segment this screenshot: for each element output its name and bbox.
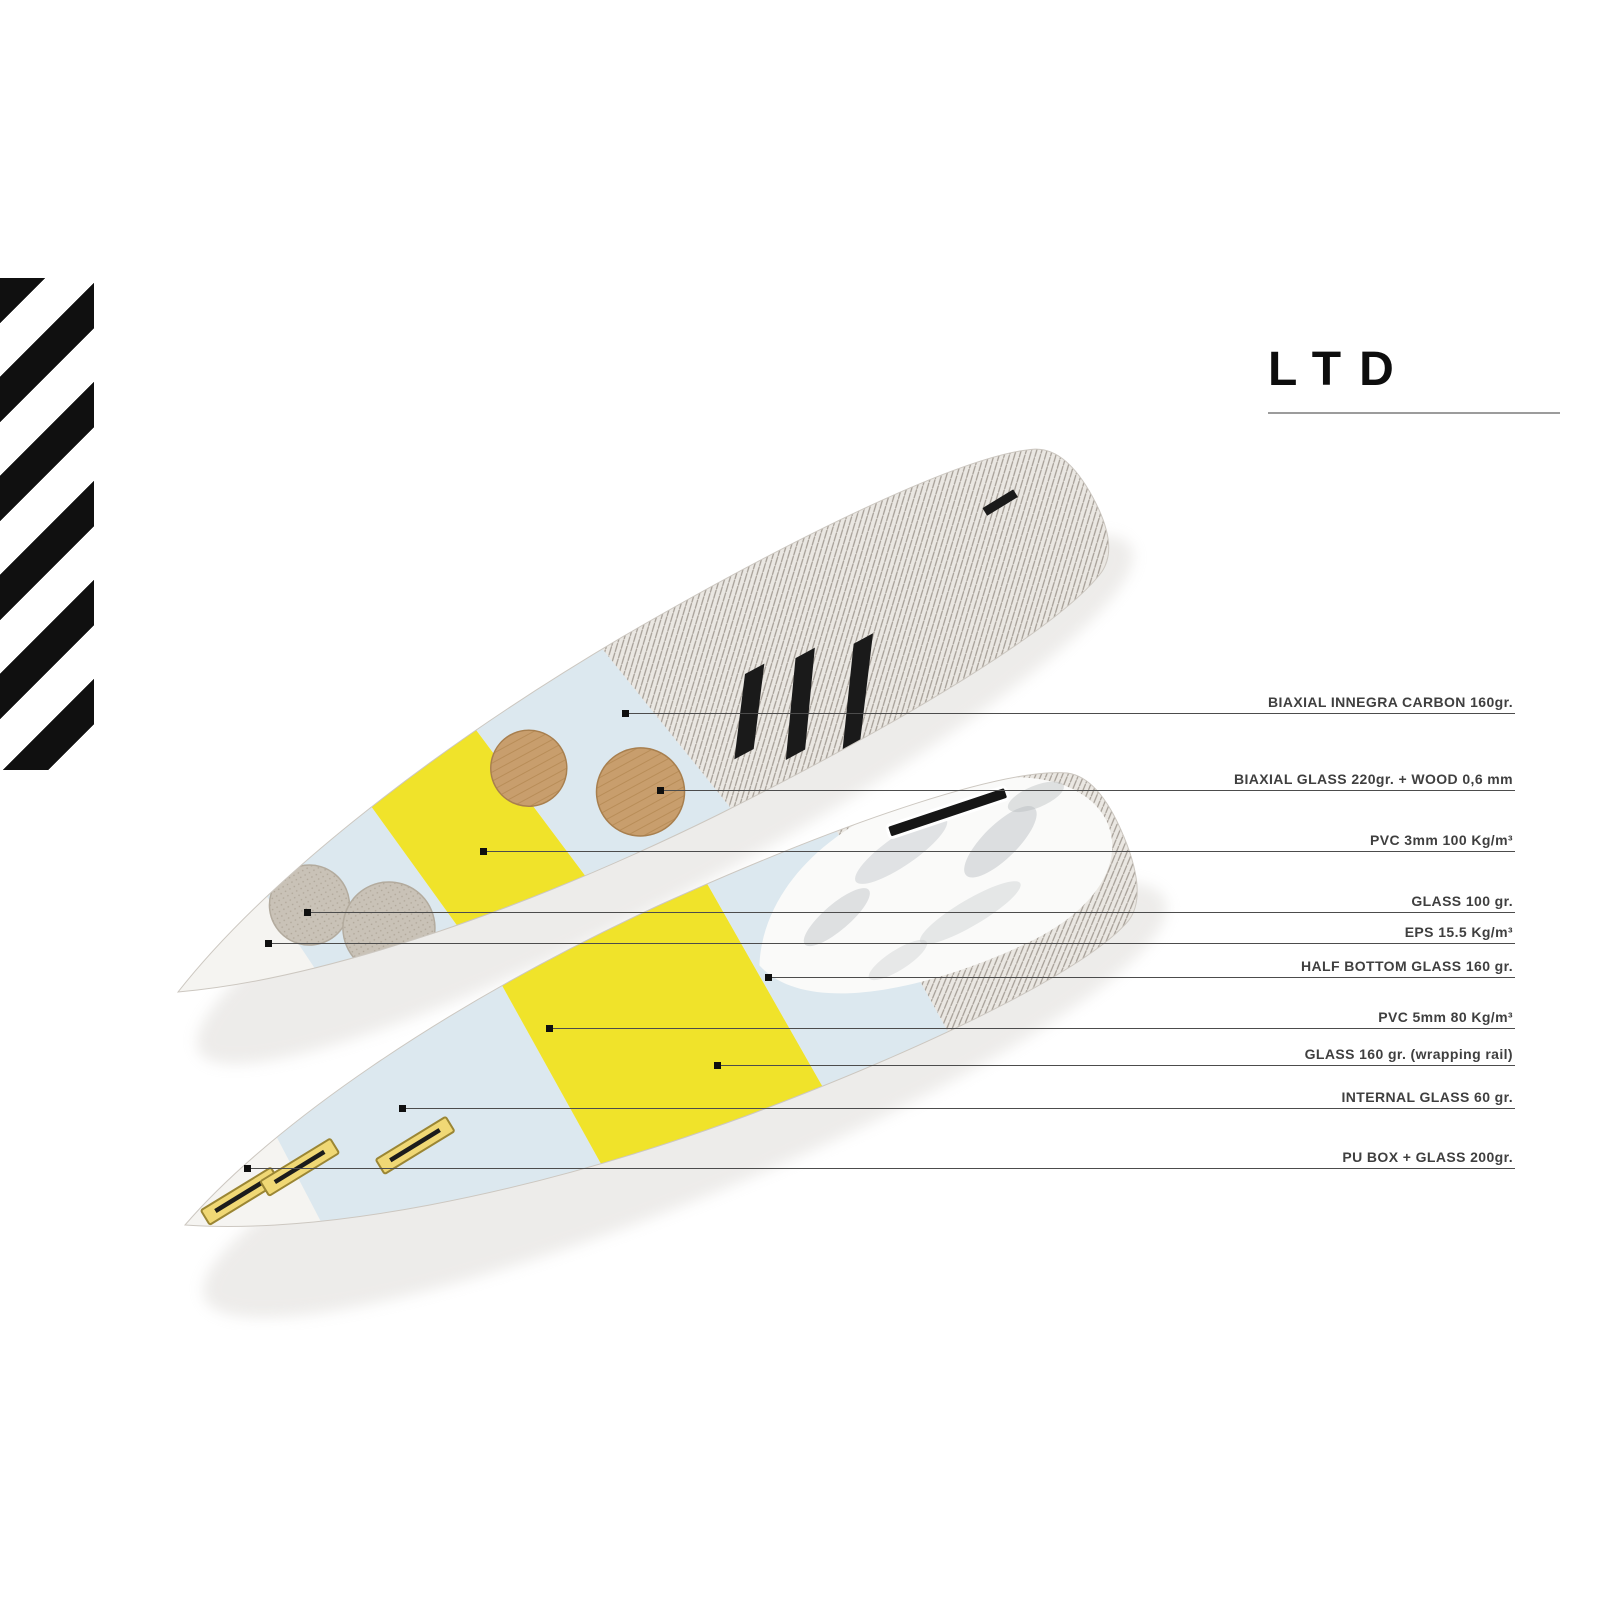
title-underline	[1268, 412, 1560, 414]
callout-dot	[714, 1062, 721, 1069]
callout-label: GLASS 160 gr. (wrapping rail)	[1304, 1046, 1513, 1062]
pu-box-slot	[885, 785, 1010, 839]
board-deck-exploded	[128, 430, 1143, 1084]
callout-pvc-5mm: PVC 5mm 80 Kg/m³	[546, 1008, 1515, 1032]
callout-dot	[622, 710, 629, 717]
callout-glass-100: GLASS 100 gr.	[304, 892, 1515, 916]
carbon-skin	[580, 430, 1142, 835]
callout-dot	[765, 974, 772, 981]
page-title: LTD	[1268, 343, 1412, 396]
wood-disc	[595, 747, 686, 837]
callout-dot	[304, 909, 311, 916]
callout-dot	[657, 787, 664, 794]
brand-mark-small	[982, 489, 1018, 516]
boards-illustration	[128, 430, 1169, 1330]
callout-pvc-3mm: PVC 3mm 100 Kg/m³	[480, 831, 1515, 855]
wood-disc	[490, 729, 568, 807]
callout-dot	[480, 848, 487, 855]
callout-biaxial-glass-wood: BIAXIAL GLASS 220gr. + WOOD 0,6 mm	[657, 770, 1515, 794]
callout-label: PU BOX + GLASS 200gr.	[1342, 1149, 1513, 1165]
callout-label: GLASS 100 gr.	[1411, 893, 1513, 909]
diagonal-stripes-decoration	[0, 278, 94, 770]
callout-label: BIAXIAL INNEGRA CARBON 160gr.	[1268, 694, 1513, 710]
callout-half-bottom-glass: HALF BOTTOM GLASS 160 gr.	[765, 957, 1515, 981]
callout-label: INTERNAL GLASS 60 gr.	[1341, 1089, 1513, 1105]
callout-label: HALF BOTTOM GLASS 160 gr.	[1301, 958, 1513, 974]
callout-biaxial-innegra-carbon: BIAXIAL INNEGRA CARBON 160gr.	[622, 693, 1515, 717]
board-bottom-exploded	[140, 728, 1169, 1330]
fin-box	[375, 1116, 455, 1175]
callout-eps-core: EPS 15.5 Kg/m³	[265, 923, 1515, 947]
callout-dot	[399, 1105, 406, 1112]
callout-internal-glass: INTERNAL GLASS 60 gr.	[399, 1088, 1515, 1112]
callout-label: EPS 15.5 Kg/m³	[1404, 924, 1513, 940]
callout-dot	[244, 1165, 251, 1172]
callout-label: PVC 5mm 80 Kg/m³	[1378, 1009, 1513, 1025]
brand-logo-mark	[734, 489, 1018, 760]
callout-label: PVC 3mm 100 Kg/m³	[1370, 832, 1513, 848]
callout-dot	[546, 1025, 553, 1032]
callout-glass-wrapping-rail: GLASS 160 gr. (wrapping rail)	[714, 1045, 1515, 1069]
callout-label: BIAXIAL GLASS 220gr. + WOOD 0,6 mm	[1233, 771, 1513, 787]
callout-pu-box-glass: PU BOX + GLASS 200gr.	[244, 1148, 1515, 1172]
fin-box	[260, 1138, 340, 1197]
callout-dot	[265, 940, 272, 947]
